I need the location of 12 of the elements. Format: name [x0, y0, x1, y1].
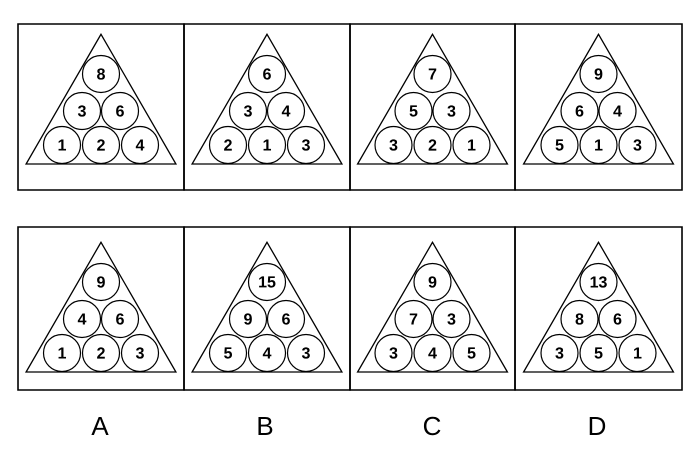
puzzle-panel	[183, 226, 351, 391]
puzzle-panel	[514, 226, 683, 391]
option-letter: D	[590, 417, 606, 435]
puzzle-panel	[514, 23, 683, 191]
puzzle-panel	[183, 23, 351, 191]
puzzle-panel	[17, 226, 185, 391]
puzzle-panel	[349, 23, 516, 191]
option-letter: B	[258, 417, 272, 435]
puzzle-panel	[349, 226, 516, 391]
puzzle-panel	[17, 23, 185, 191]
option-letter: C	[424, 416, 440, 436]
option-letter: A	[91, 417, 109, 435]
